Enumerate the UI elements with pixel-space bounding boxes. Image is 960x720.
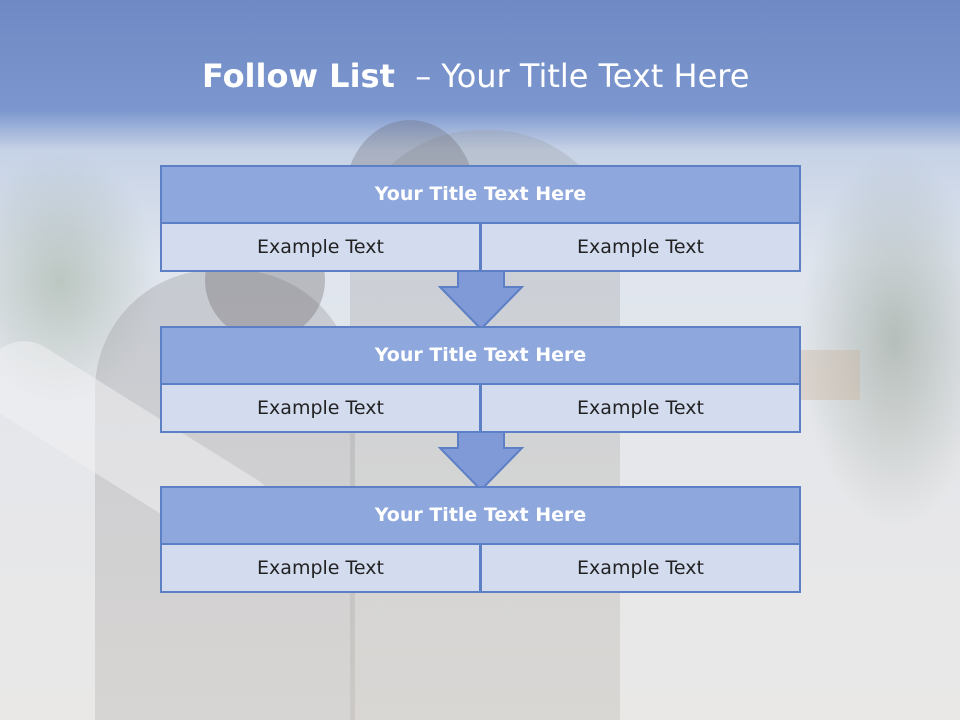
list-block-1: Your Title Text Here Example Text Exampl… — [160, 165, 801, 272]
list-block-3: Your Title Text Here Example Text Exampl… — [160, 486, 801, 593]
list-block-cell-right: Example Text — [480, 543, 801, 593]
list-block-title: Your Title Text Here — [160, 165, 801, 224]
list-block-title: Your Title Text Here — [160, 326, 801, 385]
list-block-cell-left: Example Text — [160, 543, 481, 593]
list-block-2: Your Title Text Here Example Text Exampl… — [160, 326, 801, 433]
list-block-cell-left: Example Text — [160, 222, 481, 272]
list-block-cell-right: Example Text — [480, 222, 801, 272]
list-block-title: Your Title Text Here — [160, 486, 801, 545]
down-arrow-icon — [438, 431, 524, 491]
background-house — [800, 350, 860, 400]
down-arrow-icon — [438, 270, 524, 330]
background-tree-right — [800, 150, 960, 530]
slide-title-bold: Follow List — [202, 57, 395, 95]
slide-title-rest: – Your Title Text Here — [415, 57, 750, 95]
slide-title: Follow List – Your Title Text Here — [202, 54, 882, 98]
list-block-cell-left: Example Text — [160, 383, 481, 433]
list-block-cell-right: Example Text — [480, 383, 801, 433]
